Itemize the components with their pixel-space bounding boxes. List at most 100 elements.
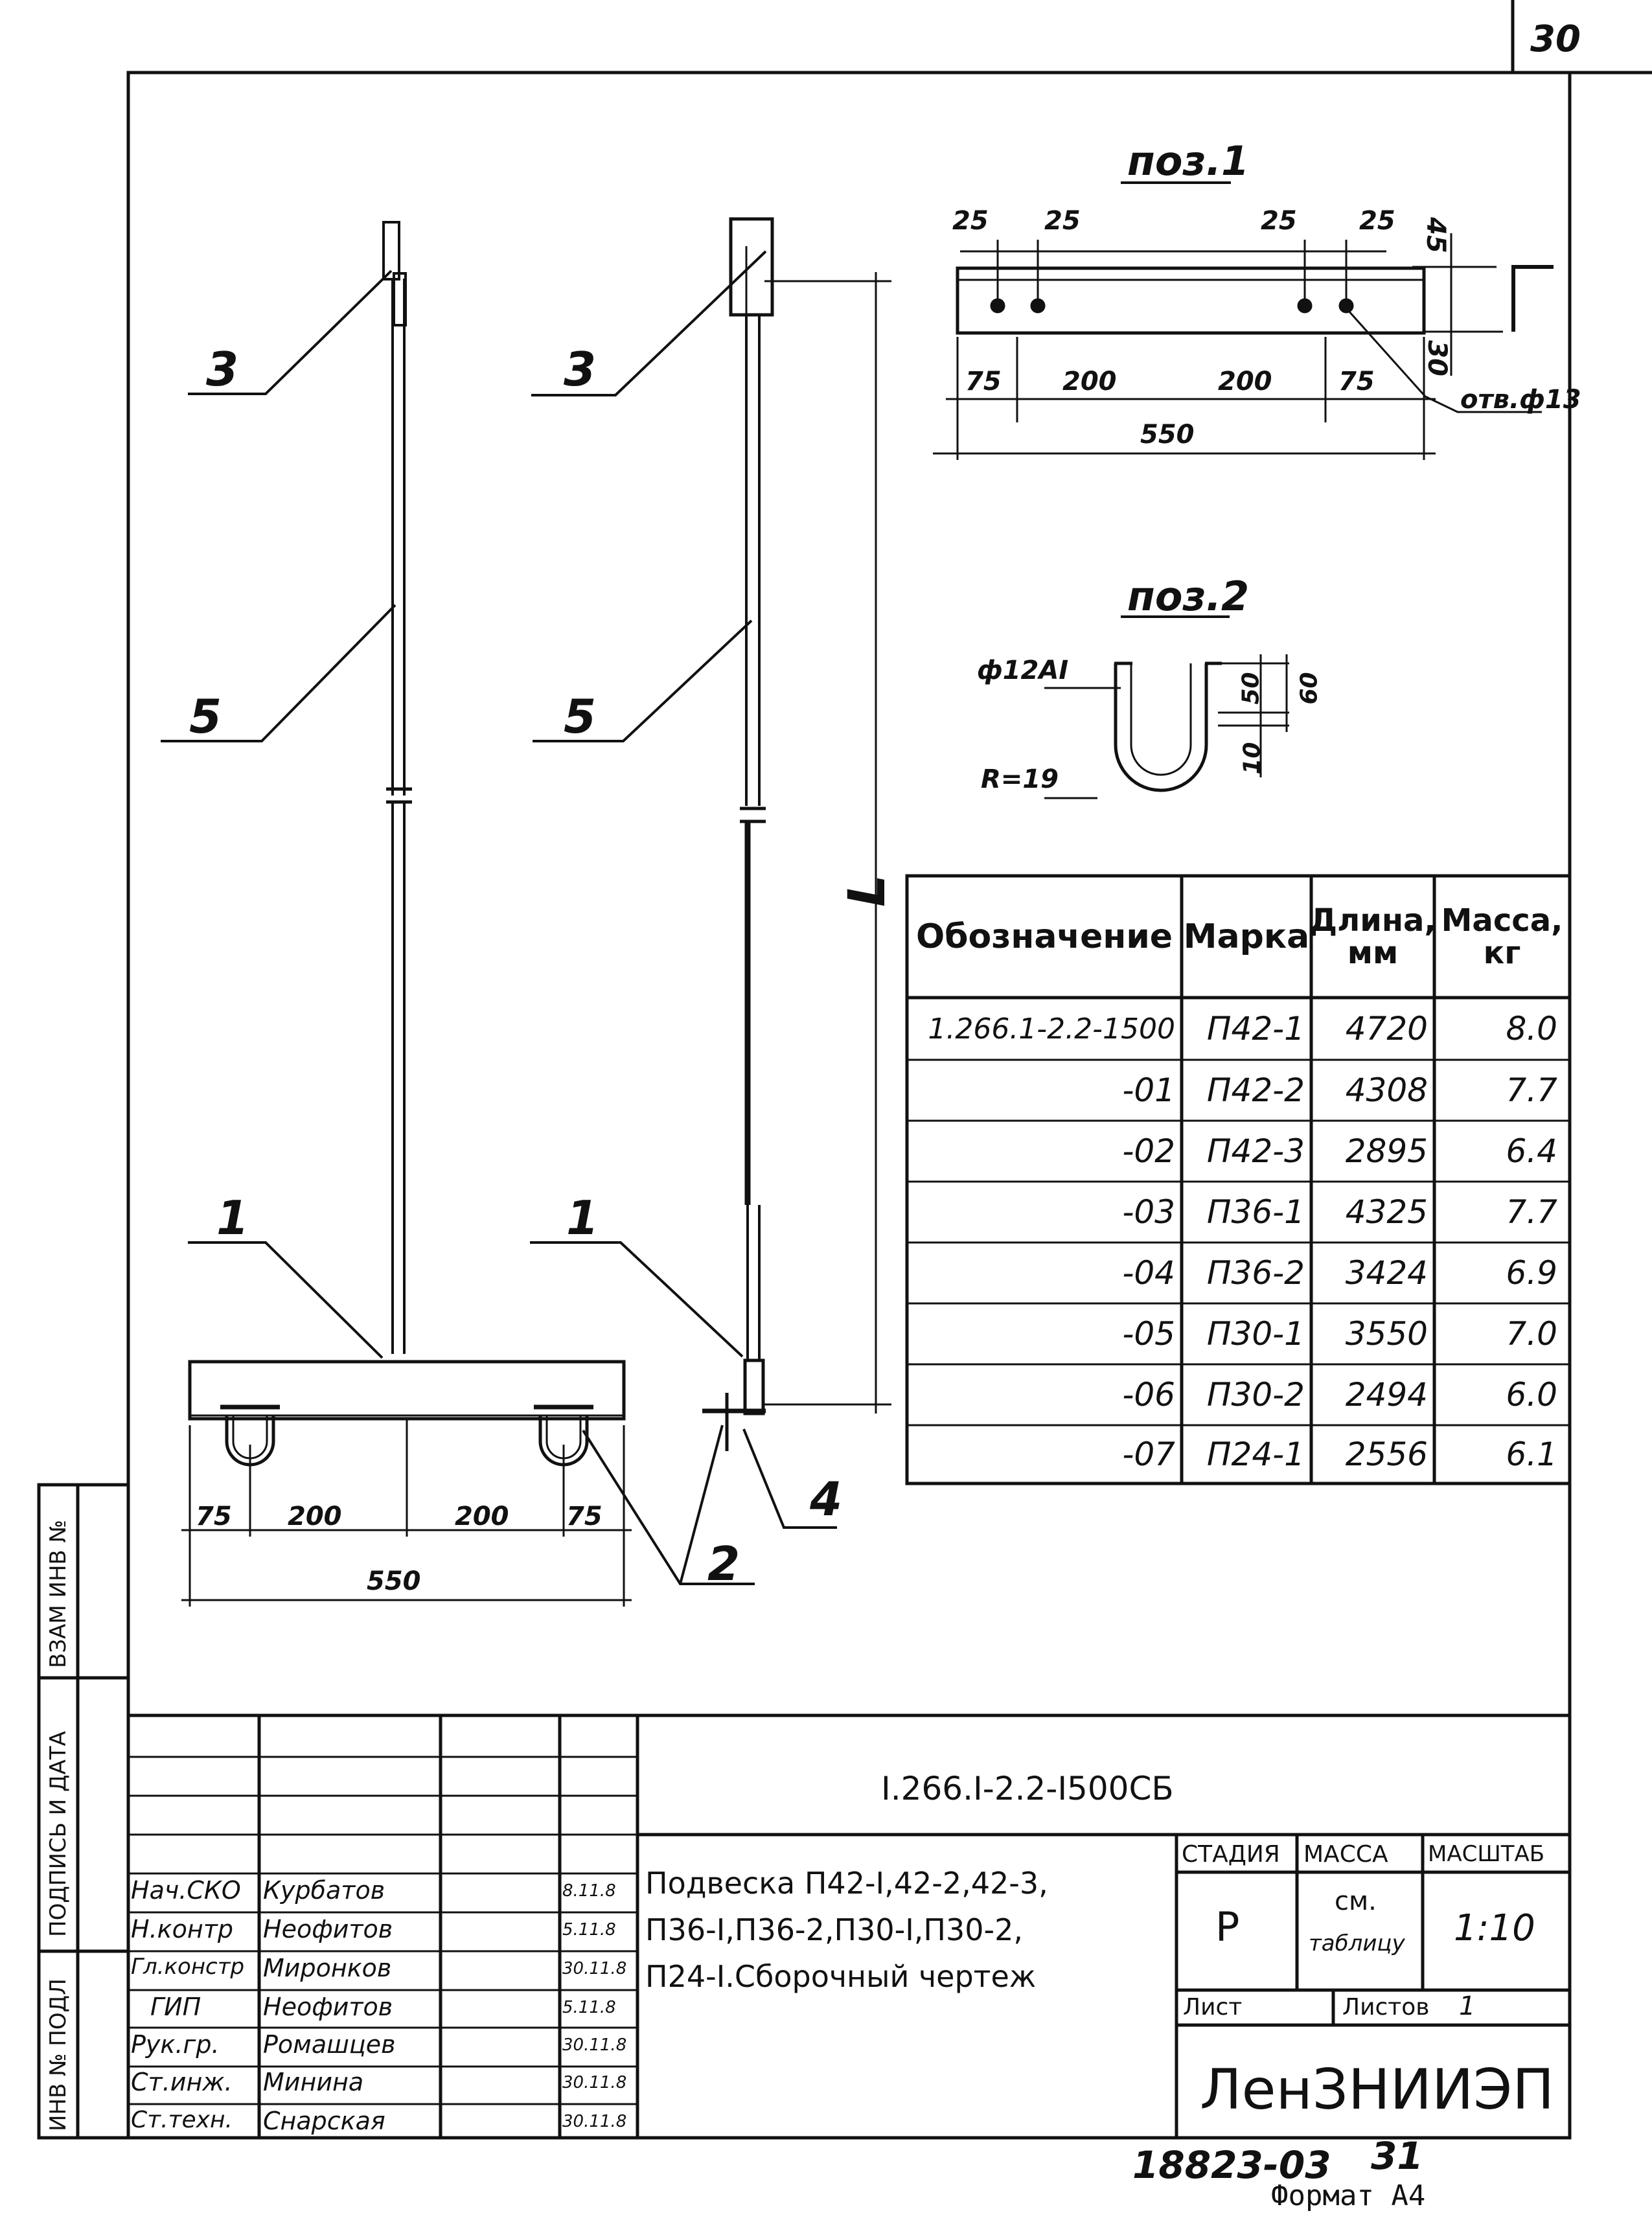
assembly-dim-total: 550 [367,1566,421,1596]
pos2-dim-10: 10 [1239,742,1266,775]
spec-cell-mark: П24-1 [1206,1436,1305,1473]
spec-cell-designation: -01 [1122,1071,1175,1109]
spec-header-mark: Марка [1183,917,1310,956]
spec-cell-mark: П36-2 [1206,1254,1305,1292]
spec-cell-designation: -04 [1122,1254,1175,1292]
spec-cell-designation: -05 [1122,1315,1175,1353]
spec-cell-length: 2895 [1345,1132,1428,1170]
assembly-length-label: L [838,875,897,907]
staff-role: ГИП [150,1993,201,2021]
spec-cell-designation: -07 [1122,1436,1175,1473]
spec-cell-mark: П30-2 [1206,1376,1305,1414]
side-label-vzam-inv: ВЗАМ ИНВ № [45,1519,71,1668]
pos1-dim-top-left-b: 25 [1044,206,1081,236]
scale-value: 1:10 [1454,1907,1535,1949]
pos1-hole-label: отв.ф13 [1460,385,1581,415]
spec-cell-mark: П42-3 [1206,1132,1305,1170]
pos1-dim-bottom-200-left: 200 [1062,367,1117,396]
pos1-title: поз.1 [1127,137,1250,185]
spec-cell-designation: -03 [1122,1193,1175,1231]
spec-cell-mark: П42-1 [1206,1010,1305,1048]
spec-cell-designation: -06 [1122,1376,1175,1414]
staff-date: 30.11.8 [562,2035,627,2055]
sheets-value: 1 [1459,1991,1476,2021]
spec-header-designation: Обозначение [915,917,1173,956]
staff-name: Миронков [263,1954,392,1982]
spec-cell-mass: 6.1 [1506,1436,1557,1473]
pos1-dim-top-right-b: 25 [1359,206,1395,236]
spec-cell-length: 4720 [1345,1010,1428,1048]
pos2-title: поз.2 [1127,573,1250,620]
spec-cell-mass: 7.7 [1506,1193,1557,1231]
spec-header-length: Длина, мм [1309,902,1436,971]
spec-cell-mass: 6.4 [1506,1132,1557,1170]
assembly-dim-200-left: 200 [288,1502,342,1531]
assembly-label-2: 2 [707,1537,740,1591]
spec-cell-designation: 1.266.1-2.2-1500 [928,1012,1175,1046]
staff-role: Нач.СКО [131,1876,241,1905]
spec-cell-mark: П36-1 [1206,1193,1305,1231]
staff-name: Снарская [263,2107,385,2135]
staff-role: Гл.констр [131,1954,245,1980]
pos2-dim-60: 60 [1296,672,1323,705]
staff-name: Неофитов [263,1993,393,2021]
spec-cell-mass: 8.0 [1506,1010,1557,1048]
spec-cell-length: 3424 [1345,1254,1428,1292]
spec-cell-designation: -02 [1122,1132,1175,1170]
spec-cell-mark: П30-1 [1206,1315,1305,1353]
staff-role: Ст.техн. [131,2107,233,2133]
side-label-podpis-data: ПОДПИСЬ И ДАТА [45,1731,71,1937]
pos1-dim-top-left-a: 25 [952,206,989,236]
sheets-label: Листов [1342,1994,1430,2021]
spec-cell-length: 2556 [1345,1436,1428,1473]
assembly-right-label-5: 5 [564,689,597,744]
stage-value: Р [1215,1903,1240,1951]
staff-date: 8.11.8 [562,1881,616,1901]
organization-name: ЛенЗНИИЭП [1200,2057,1554,2122]
pos1-dim-bottom-75-right: 75 [1338,367,1375,396]
staff-role: Рук.гр. [131,2030,220,2059]
page-number: 31 [1371,2134,1423,2178]
pos2-rod-label: ф12АI [977,656,1069,685]
pos1-dim-height-30: 30 [1421,340,1452,376]
staff-name: Ромашцев [263,2030,396,2059]
staff-date: 5.11.8 [562,1920,616,1940]
mass-value-line-2: таблицу [1309,1930,1405,1956]
assembly-dim-75-right: 75 [566,1502,602,1531]
mass-label: МАССА [1303,1841,1388,1868]
assembly-left-label-5: 5 [189,689,222,744]
spec-cell-length: 2494 [1345,1376,1428,1414]
assembly-right-label-1: 1 [566,1191,599,1245]
assembly-label-4: 4 [810,1472,843,1526]
archive-number: 18823-03 [1132,2143,1331,2187]
pos1-dim-total: 550 [1140,420,1195,450]
staff-name: Минина [263,2068,364,2096]
assembly-right-label-3: 3 [564,342,597,396]
pos2-dim-50: 50 [1237,672,1265,705]
staff-role: Н.контр [131,1915,233,1943]
description-line-1: Подвеска П42-I,42-2,42-3, [645,1866,1048,1901]
staff-name: Курбатов [263,1876,385,1905]
format-label: Формат А4 [1271,2179,1426,2212]
assembly-dim-200-right: 200 [455,1502,509,1531]
pos1-dim-bottom-75-left: 75 [965,367,1002,396]
assembly-left-label-3: 3 [206,342,239,396]
pos1-dim-height-45: 45 [1420,217,1451,253]
spec-cell-mark: П42-2 [1206,1071,1305,1109]
staff-date: 30.11.8 [562,2112,627,2131]
spec-cell-length: 4325 [1345,1193,1428,1231]
spec-cell-mass: 6.9 [1506,1254,1557,1292]
spec-cell-mass: 7.0 [1506,1315,1557,1353]
sheet-label: Лист [1183,1994,1243,2021]
assembly-dim-75-left: 75 [196,1502,232,1531]
drawing-code: I.266.I-2.2-I500СБ [881,1770,1174,1807]
pos2-radius-label: R=19 [981,764,1059,794]
staff-name: Неофитов [263,1915,393,1943]
scale-label: МАСШТАБ [1428,1841,1545,1867]
spec-cell-length: 3550 [1345,1315,1428,1353]
spec-header-mass: Масса, кг [1441,902,1563,971]
description-line-3: П24-I.Сборочный чертеж [645,1959,1037,1994]
mass-value-line-1: см. [1335,1886,1377,1916]
staff-date: 5.11.8 [562,1998,616,2017]
